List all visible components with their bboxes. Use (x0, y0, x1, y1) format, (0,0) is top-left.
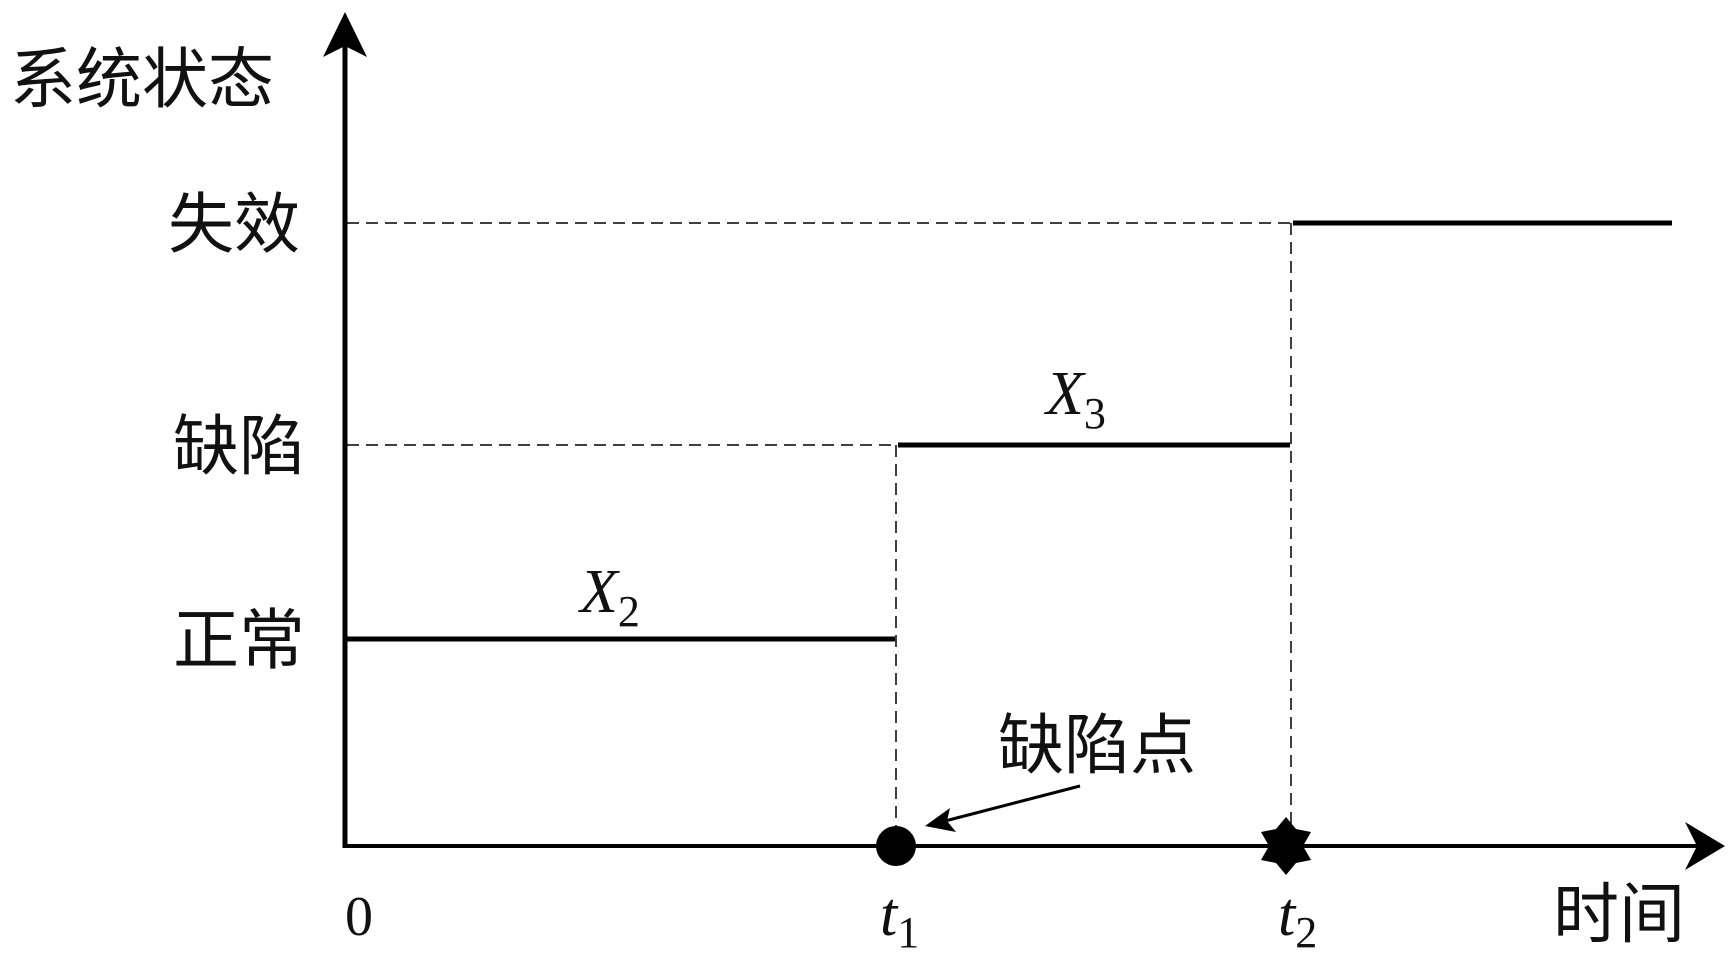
tick-origin: 0 (345, 886, 373, 948)
annotation-arrowhead-icon (925, 808, 956, 832)
segment-label-x2: X2 (577, 558, 640, 636)
state-label-failure: 失效 (168, 186, 300, 263)
y-axis-label: 系统状态 (10, 41, 274, 118)
star-icon (1261, 817, 1311, 875)
state-label-normal: 正常 (173, 602, 305, 679)
state-label-defect: 缺陷 (173, 408, 305, 485)
defect-point-annotation: 缺陷点 (998, 707, 1196, 784)
tick-t2: t2 (1278, 881, 1317, 957)
y-axis-arrow-icon (323, 12, 367, 57)
tick-t1: t1 (880, 881, 919, 957)
annotation-arrow (944, 784, 1081, 823)
x-axis-label: 时间 (1553, 876, 1685, 953)
segment-label-x3: X3 (1043, 360, 1106, 438)
circle-icon (876, 826, 916, 866)
x-axis-arrow-icon (1685, 822, 1725, 870)
